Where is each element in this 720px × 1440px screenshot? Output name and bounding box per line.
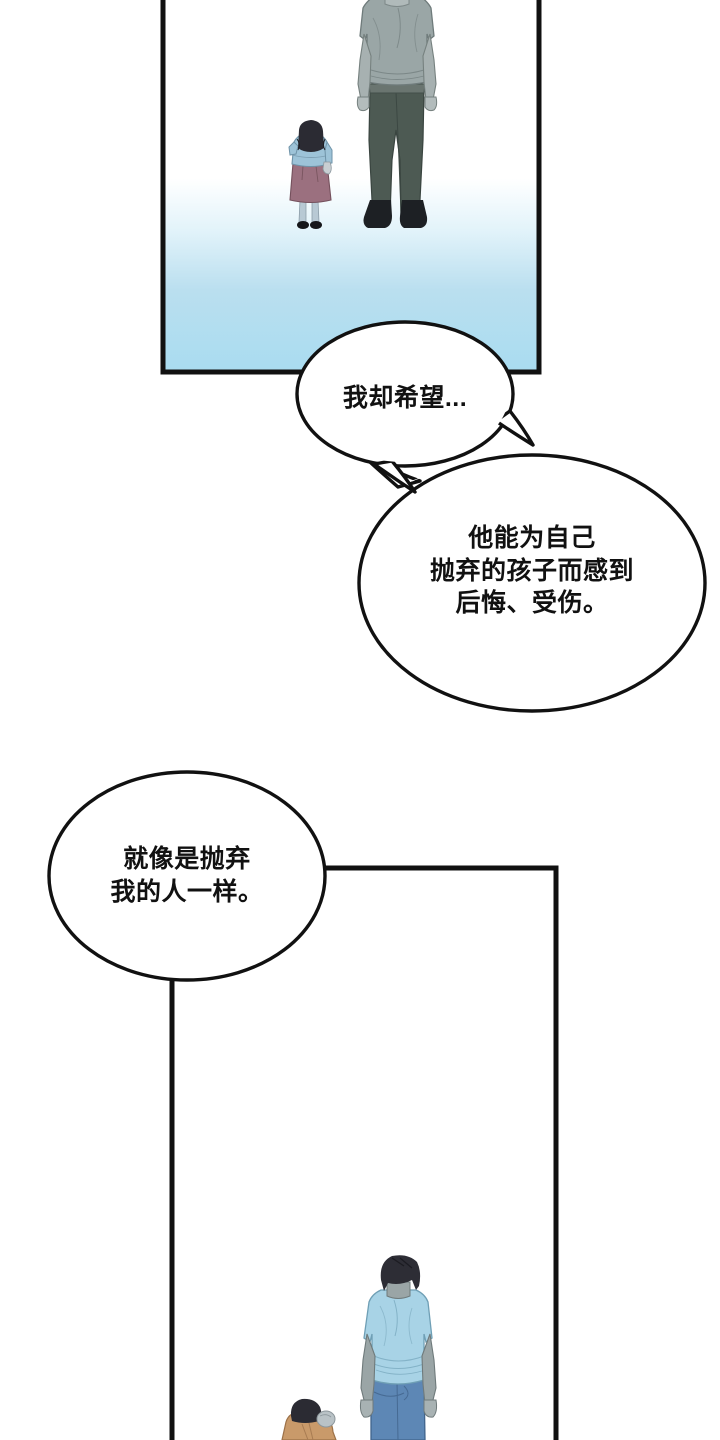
speech-bubble-2-text: 他能为自己 抛弃的孩子而感到 后悔、受伤。 [429, 524, 634, 617]
small-child-figure [281, 1398, 337, 1440]
panel-bottom [172, 868, 556, 1440]
speech-bubble-3-text: 就像是抛弃 我的人一样。 [110, 845, 264, 906]
panel-top [163, 0, 539, 372]
young-man-figure [359, 1255, 438, 1440]
speech-bubble-1-text: 我却希望... [342, 384, 468, 412]
adult-man-figure [356, 0, 438, 228]
panel-bottom-background [172, 868, 556, 1440]
little-girl-figure [288, 120, 333, 229]
panel-top-border [160, 0, 542, 375]
panel-bottom-border [169, 865, 559, 1440]
panel-top-sky [163, 0, 539, 372]
